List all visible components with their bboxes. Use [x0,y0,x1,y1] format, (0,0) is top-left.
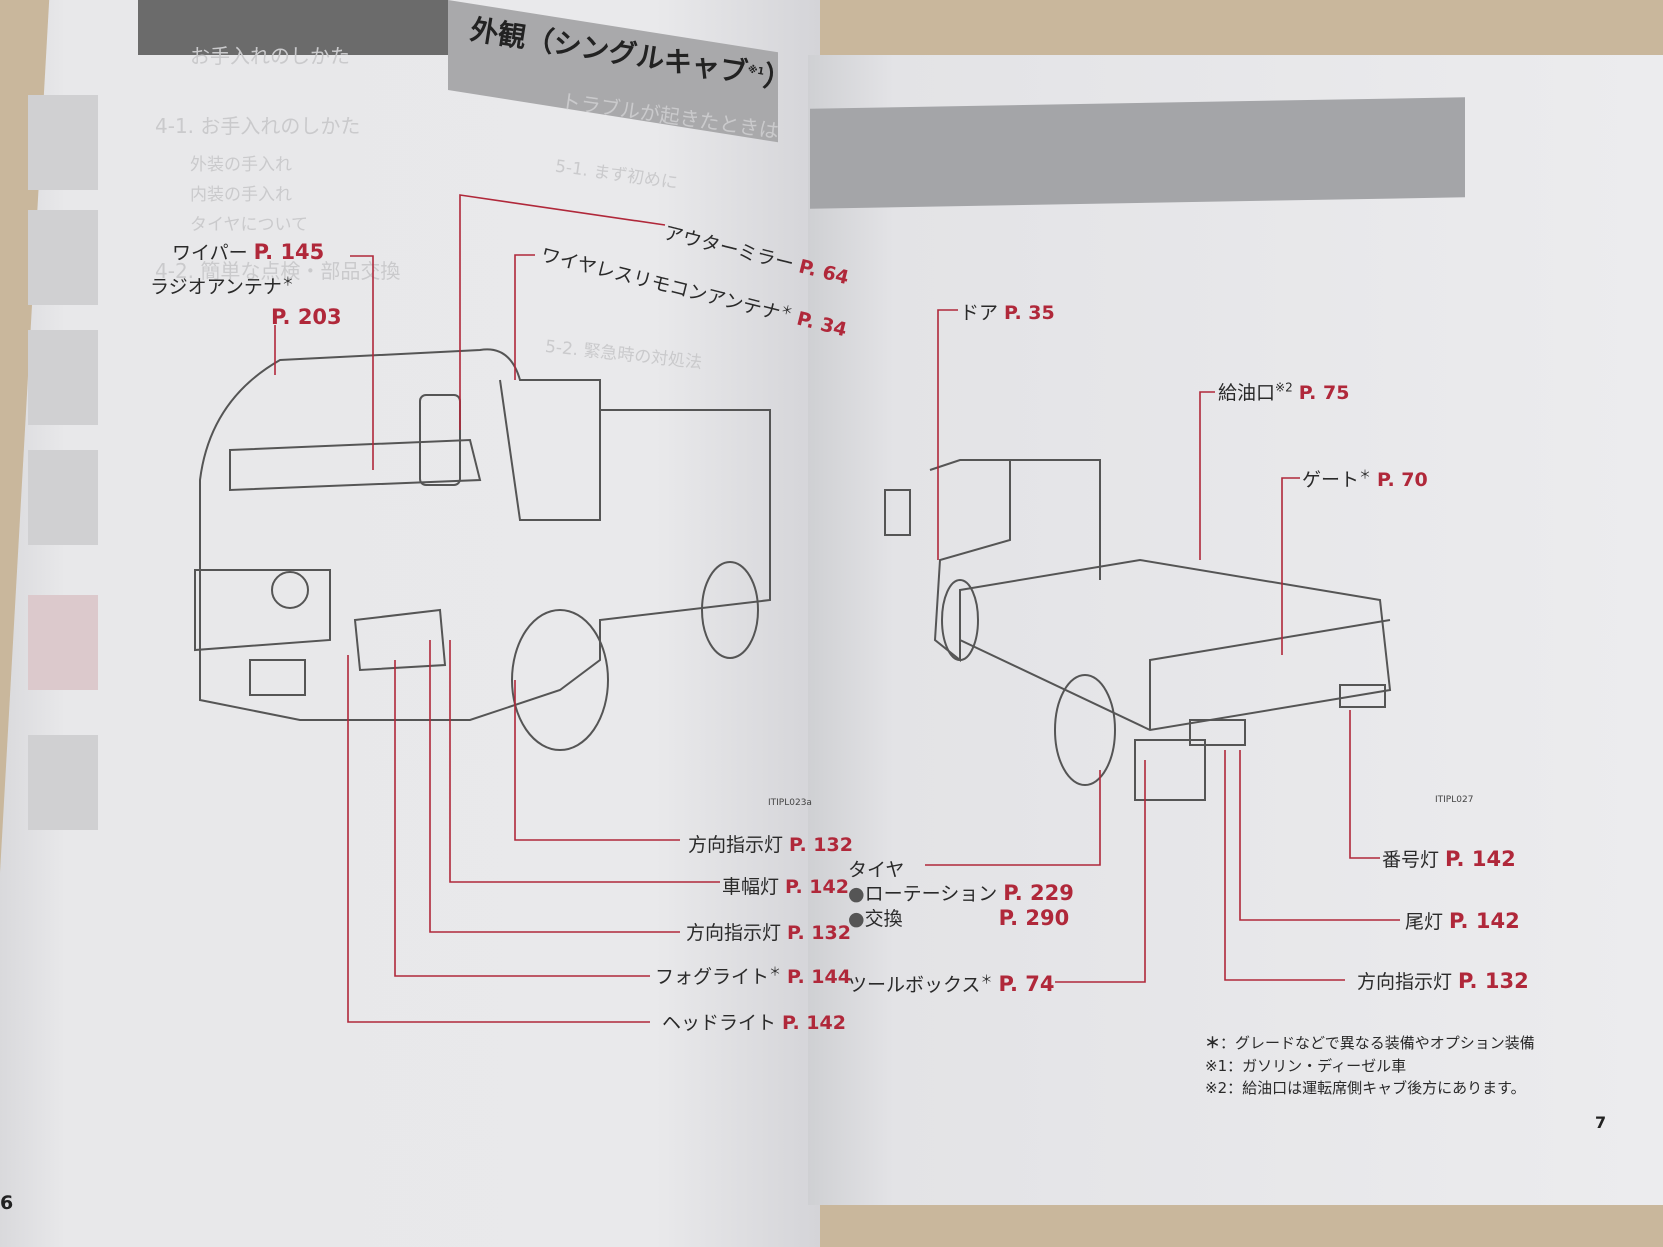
page-ref[interactable]: P. 290 [998,906,1070,930]
callout-label: 方向指示灯 [688,834,784,856]
callout-fog-light[interactable]: フォグライト＊ P. 144 [655,962,851,989]
page-ref[interactable]: P. 142 [1445,847,1516,871]
page-ref[interactable]: P. 142 [782,1012,846,1034]
chapter-tab [28,735,98,830]
page-ref[interactable]: P. 132 [1458,969,1529,993]
chapter-tab [28,210,98,305]
ghost-text: 外装の手入れ [190,155,292,175]
callout-fuel-inlet[interactable]: 給油口※2 P. 75 [1218,378,1349,405]
callout-label: ゲート [1302,469,1360,491]
callout-label: 番号灯 [1382,849,1440,871]
callout-label: 交換 [864,908,903,930]
callout-radio-antenna-page[interactable]: P. 203 [265,305,342,329]
page-number-right: 7 [1595,1113,1607,1132]
right-page [808,55,1663,1205]
page-ref[interactable]: P. 35 [1004,302,1055,324]
page-ref[interactable]: P. 229 [1003,881,1074,905]
footnote: ※1：ガソリン・ディーゼル車 [1205,1057,1407,1075]
callout-label: 車幅灯 [722,876,780,898]
ghost-text: タイヤについて [190,215,308,235]
page-ref[interactable]: P. 142 [785,876,849,898]
page-ref[interactable]: P. 132 [789,834,853,856]
callout-label: 給油口 [1218,382,1276,404]
callout-label: ラジオアンテナ [150,276,282,298]
asterisk-mark: ＊ [769,964,782,979]
section-header-dark [138,0,448,55]
tire-replace-item[interactable]: ●交換 P. 290 [848,904,1069,931]
page-number-left: 6 [0,1192,14,1214]
asterisk-mark: ＊ [1359,467,1372,482]
bullet-icon: ● [848,883,865,905]
tire-label: タイヤ [848,859,905,881]
ghost-text: 4-2. 簡単な点検・部品交換 [155,259,401,283]
chapter-tab-active [28,595,98,690]
footnote: ※2：給油口は運転席側キャブ後方にあります。 [1205,1079,1526,1097]
left-truck-illustration [194,348,771,751]
ghost-text: 4-1. お手入れのしかた [155,114,361,138]
chapter-tab [28,450,98,545]
callout-label: ワイパー [172,242,248,264]
page-ref[interactable]: P. 142 [1449,909,1520,933]
asterisk-mark: ＊ [779,302,795,319]
chapter-tab [28,95,98,190]
callout-radio-antenna[interactable]: ラジオアンテナ＊ [150,272,294,299]
callout-label: ヘッドライト [662,1012,777,1034]
footnote: ＊：グレードなどで異なる装備やオプション装備 [1205,1034,1535,1052]
page-ref[interactable]: P. 75 [1298,382,1350,404]
note-mark: ※2 [1275,380,1293,395]
callout-toolbox[interactable]: ツールボックス＊ P. 74 [848,970,1055,997]
leader-lines [274,194,1400,1023]
callout-label: ツールボックス [848,974,981,996]
image-code: ITIPL023a [768,798,812,808]
asterisk-mark: ＊ [980,972,993,987]
page-ref[interactable]: P. 70 [1377,469,1428,491]
chapter-tab [28,330,98,425]
image-code: ITIPL027 [1435,795,1474,805]
right-truck-illustration [884,459,1392,801]
callout-gate[interactable]: ゲート＊ P. 70 [1302,465,1428,492]
callout-label: ドア [960,302,999,324]
left-page [0,0,820,1247]
page-ref[interactable]: P. 144 [787,966,851,988]
page-ref[interactable]: P. 74 [998,972,1055,996]
callout-label: 方向指示灯 [686,922,782,944]
callout-label: フォグライト [655,966,770,988]
page-ref[interactable]: P. 203 [271,305,342,329]
page-ref[interactable]: P. 145 [253,240,325,264]
ghost-text: お手入れのしかた [190,44,350,68]
callout-label: 方向指示灯 [1357,971,1453,993]
ghost-text: 内装の手入れ [190,185,292,205]
asterisk-mark: ＊ [281,274,294,289]
callout-label: 尾灯 [1405,911,1444,933]
bullet-icon: ● [848,908,865,930]
page-ref[interactable]: P. 132 [787,922,851,944]
callout-label: ローテーション [864,883,998,905]
